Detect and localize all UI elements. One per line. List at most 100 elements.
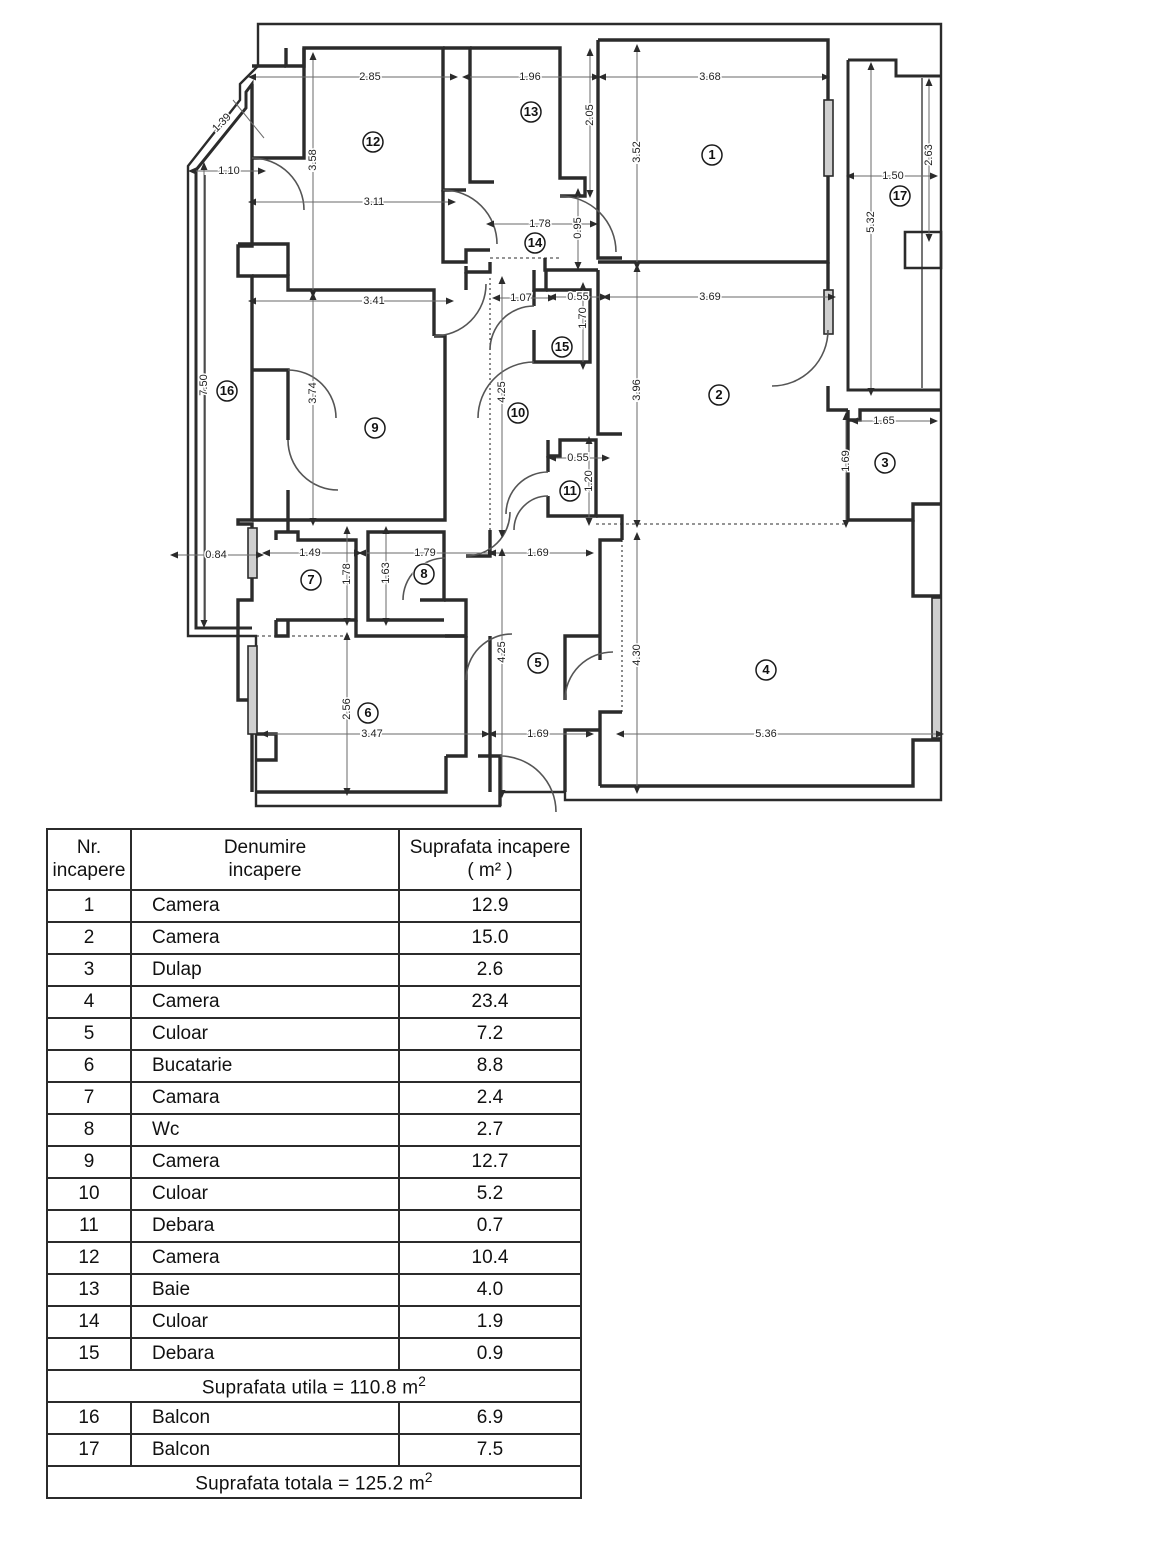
dimension-label: 1.96	[519, 71, 540, 83]
header-nr: Nr. incapere	[46, 827, 132, 892]
cell-room-name: Camera	[130, 1241, 400, 1276]
window-room-1	[823, 99, 834, 177]
cell-room-name: Camera	[130, 889, 400, 924]
subtotal-label: Suprafata utila = 110.8 m2	[46, 1369, 582, 1404]
dimension-label: 1.70	[577, 307, 589, 328]
header-nr-line2: incapere	[52, 860, 126, 882]
room-marker-9: 9	[363, 416, 387, 440]
room-marker-6: 6	[356, 701, 380, 725]
dimension-label: 3.47	[361, 728, 382, 740]
cell-room-name: Balcon	[130, 1433, 400, 1468]
cell-room-name: Baie	[130, 1273, 400, 1308]
dimension-label: 0.55	[567, 452, 588, 464]
window-layer	[247, 99, 942, 739]
dimension-label: 1.69	[840, 450, 852, 471]
balcony-16-rail	[194, 170, 252, 630]
cell-room-name: Wc	[130, 1113, 400, 1148]
dimension-label: 1.50	[882, 170, 903, 182]
door-room-9-b	[287, 439, 339, 491]
room-12-west-wall	[252, 48, 306, 160]
door-room-9-corridor	[433, 283, 487, 337]
cell-room-name: Debara	[130, 1337, 400, 1372]
dimension-label: 1.78	[341, 563, 353, 584]
wall-layer	[186, 22, 943, 808]
cell-room-number: 4	[46, 985, 132, 1020]
door-wc-corridor	[465, 511, 511, 557]
room-marker-16: 16	[215, 379, 239, 403]
door-room-10	[477, 361, 535, 419]
dimension-label: 4.25	[496, 641, 508, 662]
room-marker-label: 10	[511, 405, 525, 420]
room-marker-7: 7	[299, 568, 323, 592]
door-room-14-a	[442, 189, 498, 245]
west-wall	[236, 84, 254, 792]
dimension-label: 1.20	[583, 470, 595, 491]
closet-15-walls	[532, 288, 592, 364]
door-closet-11-b	[513, 495, 549, 531]
cell-room-name: Camera	[130, 985, 400, 1020]
cell-room-area: 2.6	[398, 953, 582, 988]
cell-room-number: 13	[46, 1273, 132, 1308]
room-marker-17: 17	[888, 184, 912, 208]
room-marker-11: 11	[558, 479, 582, 503]
cell-room-number: 10	[46, 1177, 132, 1212]
dimension-label: 1.65	[873, 415, 894, 427]
room-marker-10: 10	[506, 401, 530, 425]
room-marker-label: 1	[708, 147, 715, 162]
cell-room-number: 6	[46, 1049, 132, 1084]
window-room-7	[247, 527, 258, 579]
cell-room-number: 9	[46, 1145, 132, 1180]
cell-room-area: 23.4	[398, 985, 582, 1020]
dimension-label: 1.79	[414, 547, 435, 559]
dimension-label: 5.36	[755, 728, 776, 740]
door-closet-15	[489, 305, 535, 351]
room-marker-12: 12	[361, 130, 385, 154]
floor-plan-svg: 2.851.963.682.053.521.391.103.583.111.50…	[170, 22, 944, 813]
room-marker-label: 16	[220, 383, 234, 398]
dulap-3-walls	[846, 420, 941, 522]
cell-room-area: 15.0	[398, 921, 582, 956]
kitchen-south-wall	[256, 756, 448, 794]
room-marker-label: 8	[420, 566, 427, 581]
cell-room-area: 2.7	[398, 1113, 582, 1148]
dimension-label: 1.69	[527, 547, 548, 559]
room-marker-label: 14	[528, 235, 543, 250]
dimension-label: 3.69	[699, 291, 720, 303]
total-label: Suprafata totala = 125.2 m2	[46, 1465, 582, 1500]
cell-room-area: 8.8	[398, 1049, 582, 1084]
door-room-4	[564, 651, 614, 701]
room-marker-1: 1	[700, 143, 724, 167]
dimension-label: 1.78	[529, 218, 550, 230]
header-name-line2: incapere	[228, 860, 302, 882]
dimension-label: 1.07	[510, 292, 531, 304]
dimension-label: 0.95	[572, 217, 584, 238]
room-marker-label: 2	[715, 387, 722, 402]
header-area: Suprafata incapere ( m² )	[398, 827, 582, 892]
cell-room-number: 8	[46, 1113, 132, 1148]
room-1-south-wall	[598, 176, 830, 264]
cell-room-number: 1	[46, 889, 132, 924]
dimension-label: 3.74	[307, 382, 319, 403]
room-marker-label: 7	[307, 572, 314, 587]
kitchen-north-wall	[354, 620, 466, 638]
cell-room-name: Balcon	[130, 1401, 400, 1436]
dimension-label: 2.05	[584, 104, 596, 125]
cell-room-name: Camera	[130, 1145, 400, 1180]
dimension-label: 5.32	[865, 211, 877, 232]
room-marker-label: 9	[371, 420, 378, 435]
room-marker-label: 4	[762, 662, 770, 677]
cell-room-area: 2.4	[398, 1081, 582, 1116]
dimension-label: 3.41	[363, 295, 384, 307]
room-2-west-wall	[596, 270, 622, 436]
